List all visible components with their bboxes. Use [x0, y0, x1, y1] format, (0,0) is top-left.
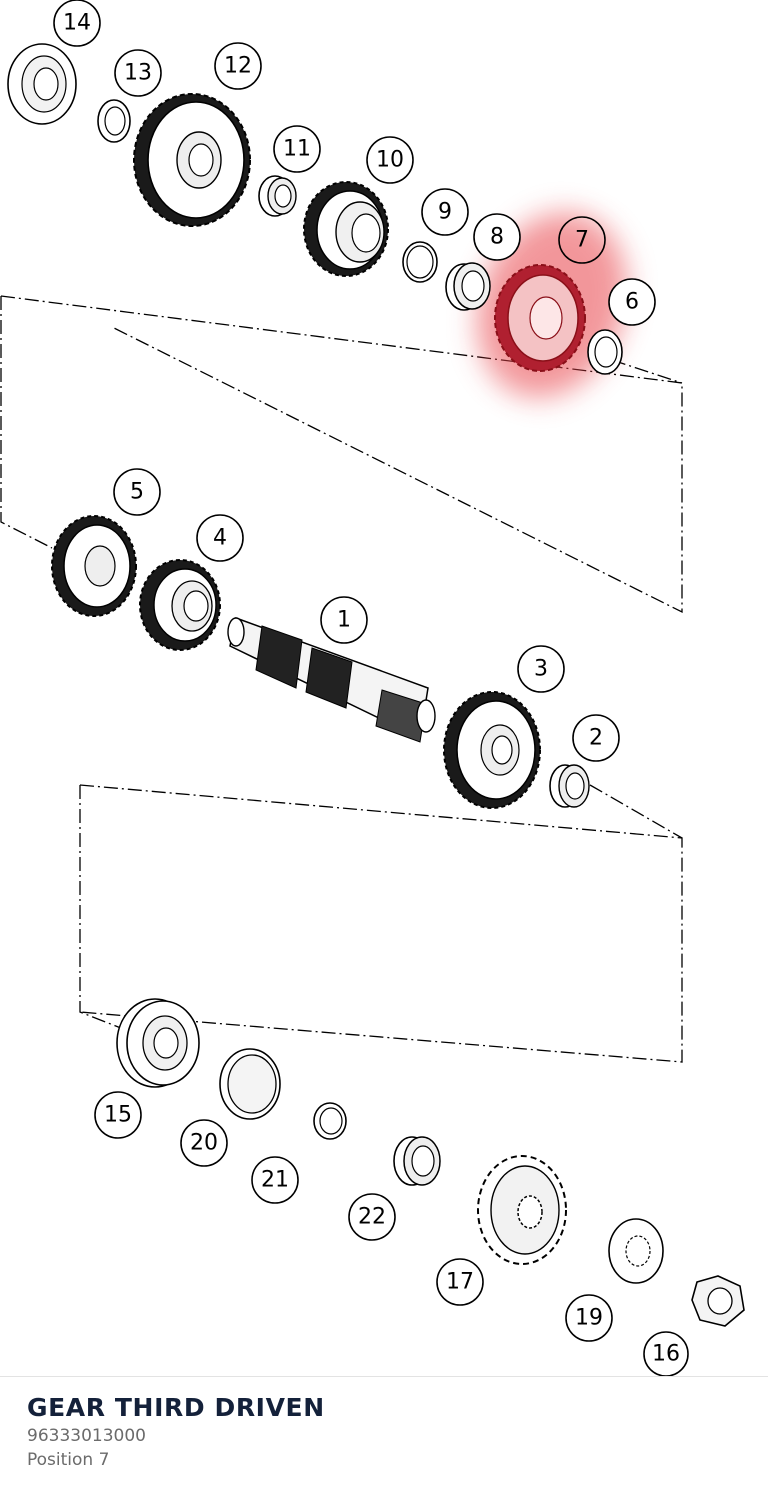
callout-15-label: 15 [104, 1103, 132, 1128]
callout-22[interactable]: 22 [348, 1193, 396, 1241]
part-2-bushing[interactable] [549, 764, 590, 808]
callout-1-label: 1 [337, 608, 351, 633]
part-10-gear[interactable] [303, 181, 389, 277]
callout-4[interactable]: 4 [196, 514, 244, 562]
callout-12-label: 12 [224, 54, 252, 79]
callout-11[interactable]: 11 [273, 125, 321, 173]
callout-19-label: 19 [575, 1306, 603, 1331]
part-20-seal[interactable] [219, 1048, 281, 1120]
callout-6-label: 6 [625, 290, 639, 315]
callout-3[interactable]: 3 [517, 645, 565, 693]
callout-10-label: 10 [376, 148, 404, 173]
callout-9-label: 9 [438, 200, 452, 225]
callout-20-label: 20 [190, 1131, 218, 1156]
part-22-bushing[interactable] [393, 1136, 441, 1186]
callout-13-label: 13 [124, 61, 152, 86]
part-16-nut[interactable] [691, 1275, 745, 1327]
callout-2-label: 2 [589, 726, 603, 751]
callout-20[interactable]: 20 [180, 1119, 228, 1167]
callout-3-label: 3 [534, 657, 548, 682]
callout-14-label: 14 [63, 11, 91, 36]
part-position: Position 7 [27, 1450, 110, 1470]
part-21-o-ring[interactable] [313, 1102, 347, 1140]
callout-6[interactable]: 6 [608, 278, 656, 326]
part-15-bearing[interactable] [116, 998, 200, 1088]
callout-16-label: 16 [652, 1342, 680, 1367]
part-info-panel: GEAR THIRD DRIVEN 96333013000 Position 7 [0, 1376, 768, 1492]
callout-4-label: 4 [213, 526, 227, 551]
assembly-lines [0, 295, 683, 1063]
part-17-sprocket[interactable] [477, 1155, 567, 1265]
part-7-gear-selected[interactable] [494, 264, 586, 372]
part-9-circlip[interactable] [402, 241, 438, 283]
callout-5[interactable]: 5 [113, 468, 161, 516]
exploded-parts-diagram: 14 13 12 11 10 9 8 7 6 5 4 1 [0, 0, 745, 1376]
part-number: 96333013000 [27, 1426, 146, 1446]
callout-16[interactable]: 16 [643, 1331, 689, 1376]
callout-10[interactable]: 10 [366, 136, 414, 184]
callout-1[interactable]: 1 [320, 596, 368, 644]
part-name: GEAR THIRD DRIVEN [27, 1393, 325, 1422]
part-4-gear[interactable] [139, 559, 221, 651]
part-12-gear[interactable] [133, 93, 251, 227]
part-6-washer[interactable] [587, 329, 623, 375]
callout-5-label: 5 [130, 480, 144, 505]
part-5-gear[interactable] [51, 515, 137, 617]
callout-2[interactable]: 2 [572, 714, 620, 762]
part-14-bearing[interactable] [7, 43, 77, 125]
callout-22-label: 22 [358, 1205, 386, 1230]
callout-17[interactable]: 17 [436, 1258, 484, 1306]
part-8-bushing[interactable] [445, 262, 491, 311]
callout-13[interactable]: 13 [114, 49, 162, 97]
callout-14[interactable]: 14 [53, 0, 101, 47]
part-11-bushing[interactable] [258, 175, 297, 217]
callout-19[interactable]: 19 [565, 1294, 613, 1342]
callout-11-label: 11 [283, 137, 311, 162]
callout-17-label: 17 [446, 1270, 474, 1295]
part-13-washer[interactable] [97, 99, 131, 143]
callout-8[interactable]: 8 [473, 213, 521, 261]
callout-9[interactable]: 9 [421, 188, 469, 236]
callout-7-label: 7 [575, 228, 589, 253]
part-1-shaft[interactable] [227, 617, 436, 743]
callout-7-selected[interactable]: 7 [558, 216, 606, 264]
callout-12[interactable]: 12 [214, 42, 262, 90]
part-19-lock-washer[interactable] [608, 1218, 664, 1284]
callout-21-label: 21 [261, 1168, 289, 1193]
part-3-gear[interactable] [443, 691, 541, 809]
callout-21[interactable]: 21 [251, 1156, 299, 1204]
callout-15[interactable]: 15 [94, 1091, 142, 1139]
callout-8-label: 8 [490, 225, 504, 250]
